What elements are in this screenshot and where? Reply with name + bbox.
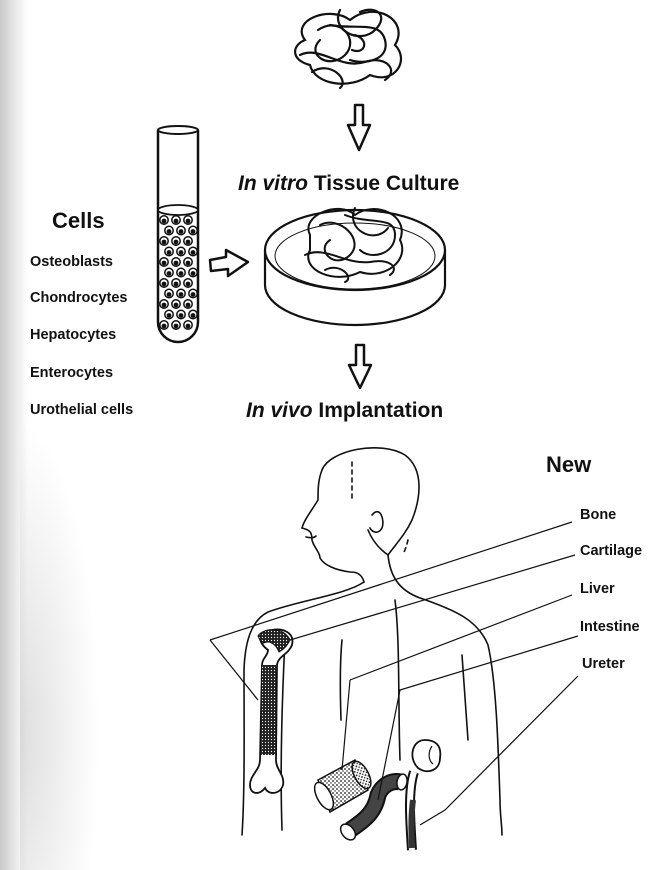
cell-type-item: Hepatocytes [30,327,116,343]
cell-nucleus [174,219,179,224]
cell-nucleus [179,313,184,318]
new-heading: New [546,452,591,478]
cell-nucleus [167,250,172,255]
polymer-scaffold [295,10,401,88]
cell-nucleus [167,271,172,276]
cell-dots [160,216,197,329]
tissue-label: Liver [580,581,615,597]
cell-nucleus [179,292,184,297]
cell-nucleus [179,271,184,276]
arrow-down-1 [348,105,370,150]
cell-nucleus [174,240,179,245]
tissue-label: Intestine [580,619,640,635]
cell-nucleus [191,271,196,276]
cell-nucleus [174,324,179,329]
culture-italic: In vitro [238,172,308,195]
cell-nucleus [186,324,191,329]
cell-nucleus [162,282,167,287]
cell-nucleus [191,250,196,255]
cell-nucleus [174,303,179,308]
tissue-label: Ureter [582,656,625,672]
cell-nucleus [191,229,196,234]
cell-nucleus [167,313,172,318]
cell-nucleus [191,292,196,297]
cell-type-item: Chondrocytes [30,290,128,306]
cell-type-item: Osteoblasts [30,254,113,270]
cell-nucleus [162,240,167,245]
cell-nucleus [191,313,196,318]
tissue-culture-heading: In vitro Tissue Culture [238,172,459,196]
cell-nucleus [186,240,191,245]
arrow-right [210,250,248,276]
kidney-ureter [410,740,440,850]
implant-italic: In vivo [246,399,313,422]
cells-heading: Cells [52,208,105,234]
cell-nucleus [162,324,167,329]
cell-nucleus [162,303,167,308]
cell-nucleus [162,261,167,266]
cell-nucleus [167,229,172,234]
cell-nucleus [179,229,184,234]
bone-graft [250,630,292,793]
cell-nucleus [174,282,179,287]
cell-nucleus [167,292,172,297]
cell-nucleus [186,261,191,266]
cell-nucleus [186,303,191,308]
cell-nucleus [162,219,167,224]
cell-nucleus [186,219,191,224]
tissue-label: Bone [580,507,616,523]
culture-rest: Tissue Culture [308,172,459,195]
tissue-label: Cartilage [580,543,642,559]
cell-nucleus [174,261,179,266]
cell-type-item: Urothelial cells [30,402,133,418]
arrow-down-2 [349,345,371,388]
implantation-heading: In vivo Implantation [246,399,443,423]
cell-nucleus [179,250,184,255]
petri-dish [265,208,445,325]
cell-type-item: Enterocytes [30,365,113,381]
implant-rest: Implantation [313,399,444,422]
cell-nucleus [186,282,191,287]
test-tube [158,126,198,342]
